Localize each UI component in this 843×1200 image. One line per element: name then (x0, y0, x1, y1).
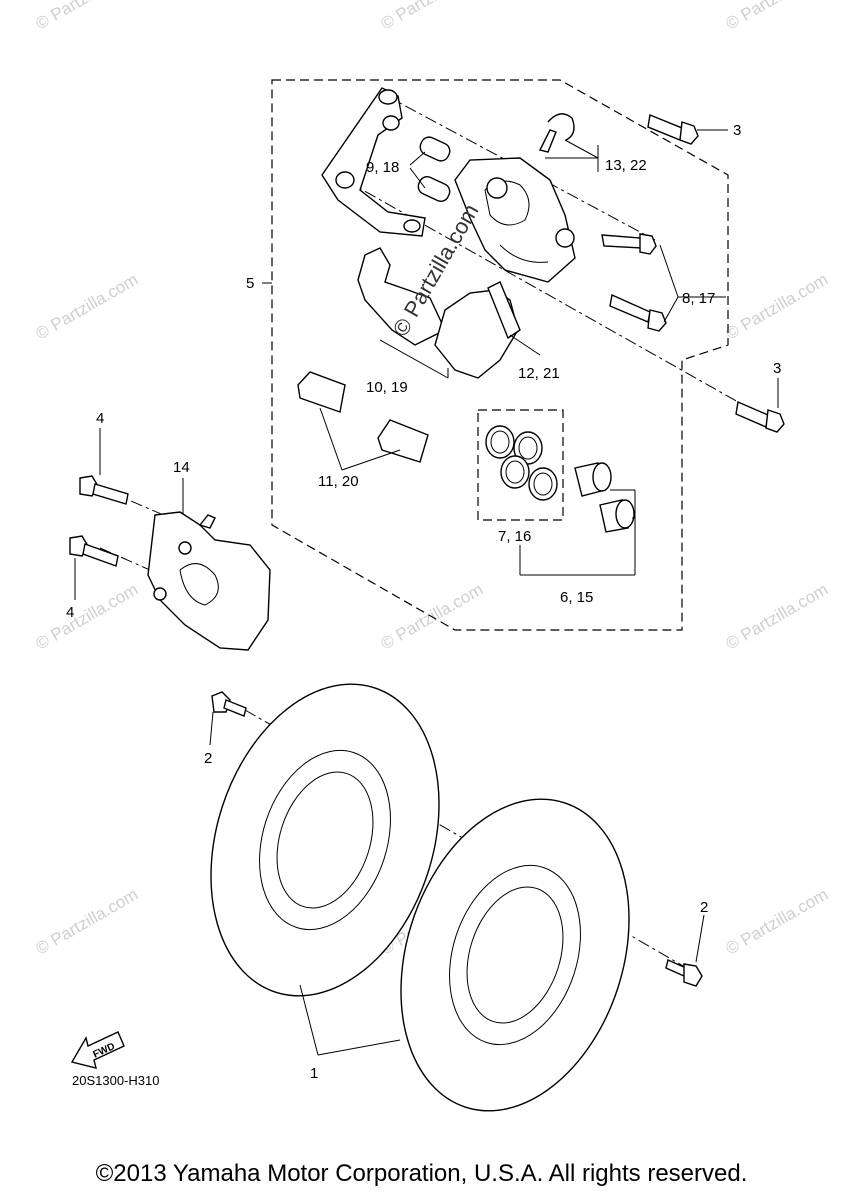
disc-bolt (209, 691, 247, 746)
watermark: © Partzilla.com (723, 885, 832, 959)
watermark: © Partzilla.com (378, 0, 487, 33)
callout-14[interactable]: 14 (173, 459, 190, 476)
callout-4[interactable]: 4 (96, 410, 104, 427)
pin-boot-set (409, 136, 451, 202)
leader-1 (317, 1039, 401, 1056)
callout-labels: 1 2 2 3 3 4 4 5 6, 15 7, 16 8, 17 9, 18 … (66, 122, 781, 1082)
callout-5[interactable]: 5 (246, 275, 254, 292)
axis-line (384, 94, 656, 241)
callout-6-15[interactable]: 6, 15 (560, 589, 593, 606)
mounting-bolt (735, 378, 785, 433)
caliper-pistons (519, 462, 636, 576)
copyright-notice: ©2013 Yamaha Motor Corporation, U.S.A. A… (95, 1160, 748, 1187)
bleed-screw (538, 113, 599, 172)
forward-direction-arrow-icon: FWD (70, 1031, 125, 1069)
callout-9-18[interactable]: 9, 18 (366, 159, 399, 176)
pad-shim (487, 281, 541, 356)
watermark: © Partzilla.com (723, 270, 832, 344)
caliper-bolts (601, 233, 726, 332)
brake-disc (210, 683, 440, 997)
watermark: © Partzilla.com (33, 885, 142, 959)
callout-13-22[interactable]: 13, 22 (605, 157, 647, 174)
caliper-assembly-boundary (271, 79, 729, 631)
callout-2[interactable]: 2 (700, 899, 708, 916)
watermark: © Partzilla.com (723, 0, 832, 33)
mounting-bolt (647, 114, 728, 145)
callout-10-19[interactable]: 10, 19 (366, 379, 408, 396)
pad-spring (297, 371, 429, 471)
seal-kit-boundary (477, 409, 564, 521)
caliper-bracket (321, 87, 426, 237)
callout-11-20[interactable]: 11, 20 (318, 473, 359, 490)
callout-3[interactable]: 3 (733, 122, 741, 139)
brake-disc (400, 798, 630, 1112)
callout-7-16[interactable]: 7, 16 (498, 528, 531, 545)
watermark: © Partzilla.com (33, 0, 142, 33)
caliper-body (454, 157, 576, 283)
caliper-mount-bolt (69, 535, 119, 600)
callout-3[interactable]: 3 (773, 360, 781, 377)
watermark: © Partzilla.com (33, 270, 142, 344)
watermark: © Partzilla.com (33, 580, 142, 654)
callout-2[interactable]: 2 (204, 750, 212, 767)
brake-caliper-assembly (147, 478, 271, 651)
axis-line (99, 547, 151, 571)
callout-4[interactable]: 4 (66, 604, 74, 621)
leader-1 (299, 984, 319, 1056)
disc-bolt (665, 914, 705, 987)
callout-12-21[interactable]: 12, 21 (518, 365, 560, 382)
watermark: © Partzilla.com (723, 580, 832, 654)
caliper-mount-bolt (79, 428, 129, 505)
diagram-code: 20S1300-H310 (72, 1073, 159, 1088)
callout-1[interactable]: 1 (310, 1065, 318, 1082)
piston-seals (485, 425, 558, 501)
callout-8-17[interactable]: 8, 17 (682, 290, 715, 307)
